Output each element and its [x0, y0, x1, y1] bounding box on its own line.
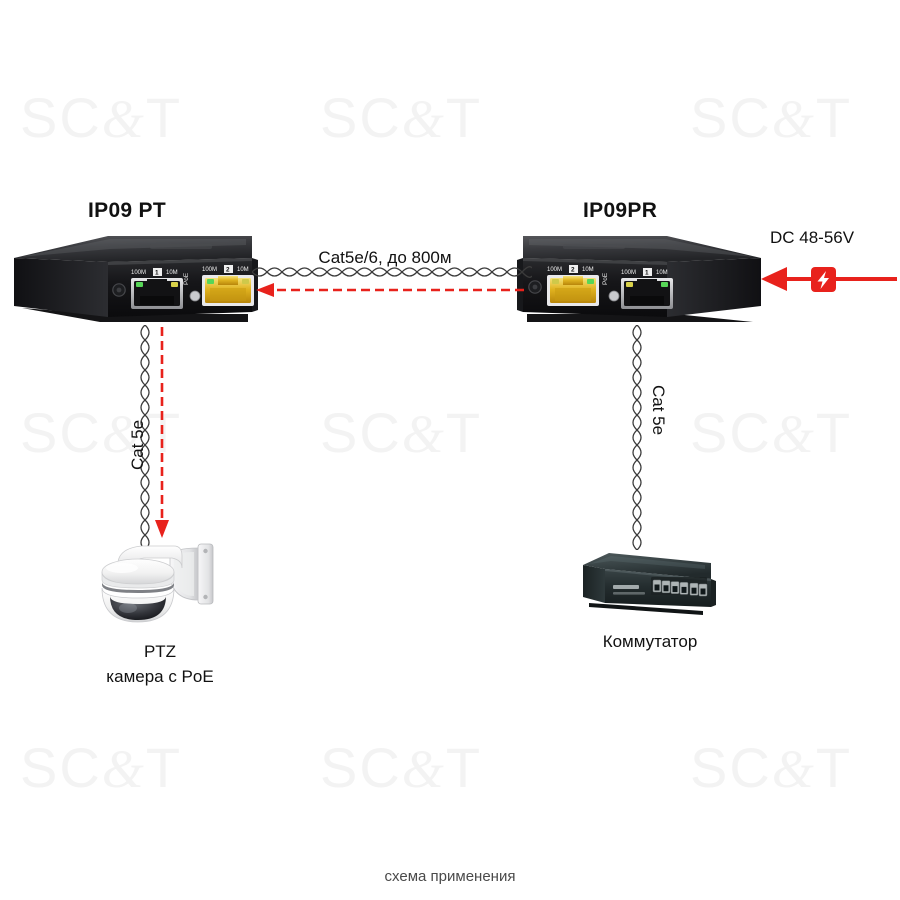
twisted-pair-icon: [252, 266, 532, 278]
trunk-data-arrow: [256, 283, 524, 297]
watermark-logo: SC&T: [320, 401, 483, 464]
watermark-logo: SC&T: [320, 736, 483, 799]
watermark-logo: SC&T: [320, 86, 483, 149]
transmitter-poe-indicator: PoE: [183, 273, 201, 302]
svg-text:100M: 100M: [547, 267, 562, 273]
watermark-logo: SC&T: [20, 86, 183, 149]
camera-label-line2: камера с PoE: [106, 666, 214, 686]
svg-text:10M: 10M: [166, 270, 178, 276]
twisted-pair-icon: [632, 325, 642, 550]
svg-text:PoE: PoE: [183, 273, 190, 285]
switch-link-label: Cat 5e: [649, 385, 668, 436]
svg-text:1: 1: [645, 270, 649, 277]
transmitter-port-2: 100M 2 10M: [202, 265, 254, 306]
power-arrow: [761, 267, 897, 292]
ptz-camera: [101, 543, 214, 623]
receiver-port-1: 100M 1 10M: [621, 268, 673, 309]
camera-link-label: Cat 5e: [128, 419, 147, 470]
watermark-logo: SC&T: [690, 86, 853, 149]
switch-port-row: [651, 577, 708, 597]
watermark-logo: SC&T: [20, 736, 183, 799]
switch-label: Коммутатор: [602, 632, 698, 651]
svg-text:2: 2: [571, 267, 575, 274]
power-label: DC 48-56V: [770, 228, 855, 247]
page-caption: схема применения: [384, 868, 516, 885]
svg-text:10M: 10M: [656, 270, 668, 276]
trunk-link-cable: [252, 266, 532, 297]
receiver-poe-indicator: PoE: [602, 273, 620, 302]
transmitter-port-1: 100M 1 10M: [131, 268, 183, 309]
receiver-device: 100M 2 10M PoE 100M 1 10M: [517, 236, 761, 322]
svg-text:1: 1: [155, 270, 159, 277]
twisted-pair-icon: [140, 325, 150, 550]
receiver-port-2: 100M 2 10M: [547, 265, 599, 306]
svg-text:100M: 100M: [131, 270, 146, 276]
watermark-logo: SC&T: [690, 401, 853, 464]
trunk-link-label: Cat5e/6, до 800м: [318, 248, 452, 267]
transmitter-title: IP09 PT: [88, 199, 166, 222]
watermark-logo: SC&T: [690, 736, 853, 799]
svg-text:2: 2: [226, 267, 230, 274]
svg-text:10M: 10M: [237, 267, 249, 273]
switch-link-cable: [632, 325, 642, 550]
camera-link-cable: [140, 325, 169, 550]
camera-data-arrow: [155, 327, 169, 538]
svg-text:100M: 100M: [621, 270, 636, 276]
transmitter-device: 100M 1 10M PoE 100M 2 10M: [14, 236, 258, 322]
camera-label: PTZ камера с PoE: [55, 640, 265, 689]
lightning-bolt-icon: [811, 267, 836, 292]
camera-label-line1: PTZ: [143, 642, 177, 661]
network-switch: [583, 553, 716, 615]
receiver-title: IP09PR: [583, 199, 658, 222]
svg-text:PoE: PoE: [602, 273, 609, 285]
svg-text:100M: 100M: [202, 267, 217, 273]
svg-text:10M: 10M: [582, 267, 594, 273]
